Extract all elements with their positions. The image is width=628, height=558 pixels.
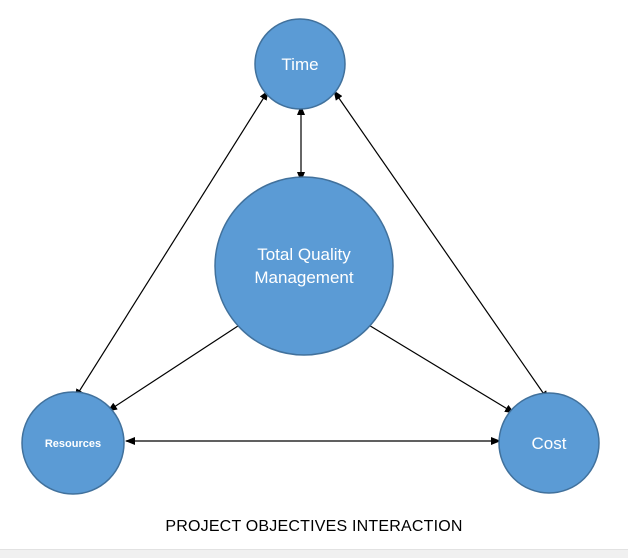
node-cost: Cost — [498, 392, 600, 494]
node-resources: Resources — [21, 391, 125, 495]
bottom-edge-bar — [0, 549, 628, 558]
node-cost-circle — [498, 392, 600, 494]
node-cost-label: Cost — [532, 434, 567, 453]
node-resources-circle — [21, 391, 125, 495]
arrow-tqm-resources — [107, 323, 242, 412]
node-tqm: Total Quality Management — [214, 176, 394, 356]
arrow-tqm-cost — [366, 323, 515, 414]
node-time-label: Time — [281, 55, 318, 74]
node-time-circle — [254, 18, 346, 110]
node-tqm-circle — [214, 176, 394, 356]
node-tqm-label-line1: Total Quality — [257, 245, 351, 264]
node-resources-label: Resources — [45, 438, 101, 450]
arrow-time-resources — [74, 90, 269, 399]
diagram-caption: PROJECT OBJECTIVES INTERACTION — [165, 518, 463, 535]
node-tqm-label-line2: Management — [254, 268, 354, 287]
arrow-time-cost — [333, 90, 549, 401]
node-time: Time — [254, 18, 346, 110]
